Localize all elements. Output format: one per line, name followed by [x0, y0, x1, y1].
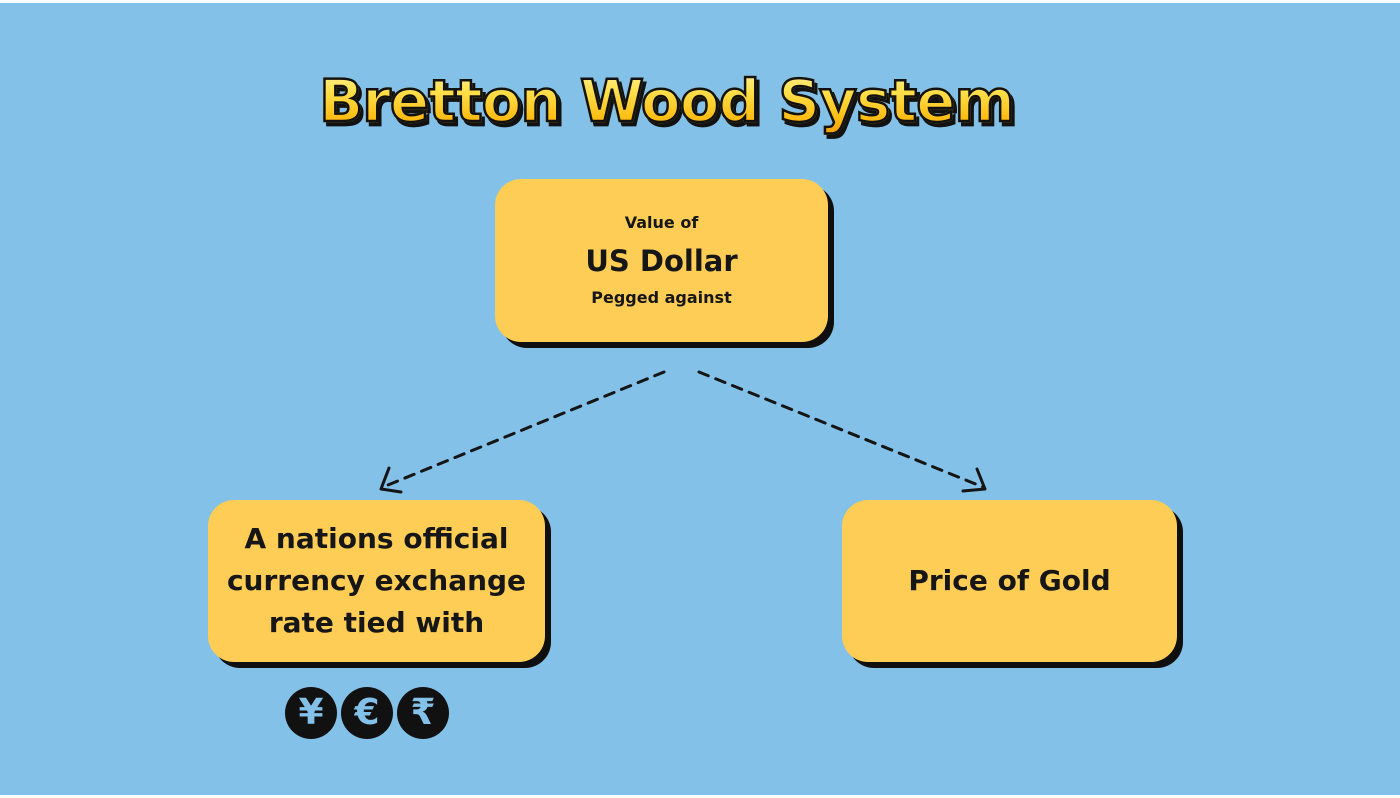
top-border	[0, 0, 1400, 3]
value-of-label: Value of	[624, 213, 699, 232]
exchange-rate-text: A nations official currency exchange rat…	[226, 522, 527, 639]
price-of-gold-box: Price of Gold	[842, 500, 1177, 662]
arrowhead-left	[379, 466, 403, 494]
us-dollar-box: Value of US Dollar Pegged against	[495, 179, 828, 342]
pegged-against-label: Pegged against	[591, 288, 732, 307]
bottom-border	[0, 795, 1400, 798]
exchange-rate-box: A nations official currency exchange rat…	[208, 500, 545, 662]
diagram-title: Bretton Wood System	[294, 66, 1039, 137]
us-dollar-label: US Dollar	[585, 244, 738, 278]
yen-icon: ¥	[285, 687, 337, 739]
arrow-to-right-box	[697, 370, 985, 489]
euro-icon: €	[341, 687, 393, 739]
rupee-icon: ₹	[397, 687, 449, 739]
arrowhead-right	[961, 467, 987, 493]
price-of-gold-text: Price of Gold	[908, 564, 1111, 597]
arrow-to-left-box	[381, 370, 666, 489]
